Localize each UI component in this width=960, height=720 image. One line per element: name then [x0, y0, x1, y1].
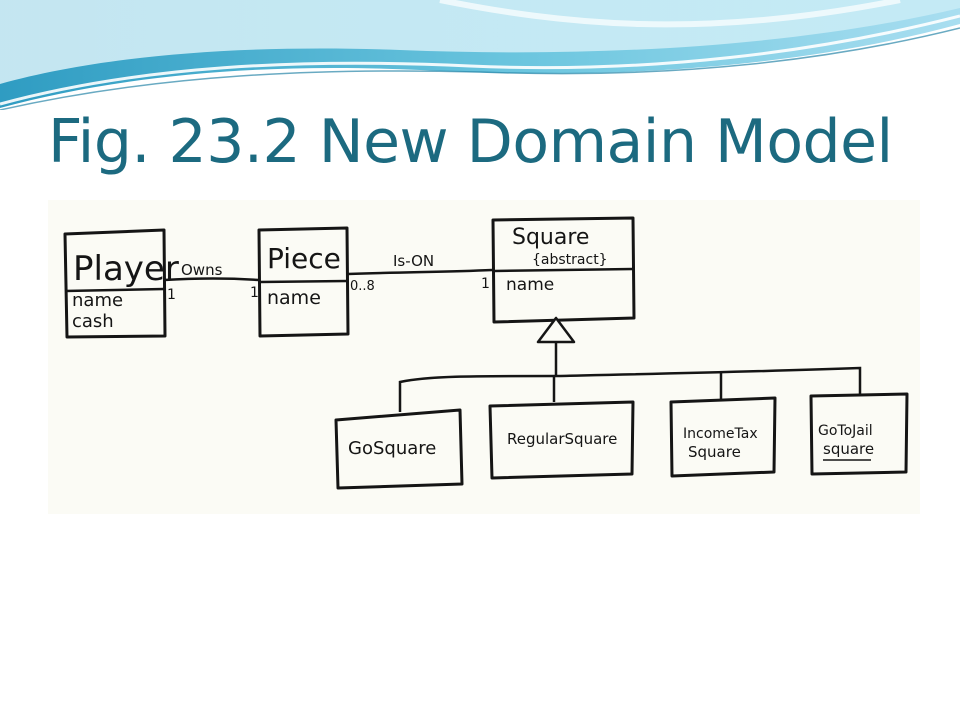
association-is-on-square-multiplicity: 1: [481, 276, 490, 292]
class-piece-attribute-name: name: [267, 287, 321, 309]
association-owns: Owns 1 1: [163, 261, 260, 303]
class-piece-name: Piece: [267, 242, 341, 275]
association-owns-label: Owns: [181, 261, 223, 279]
domain-model-svg: Player name cash Owns 1 1 Piece name: [48, 200, 920, 514]
header-wave-decoration: [0, 0, 960, 110]
slide-title: Fig. 23.2 New Domain Model: [48, 107, 893, 177]
class-go-to-jail-square: GoToJail square: [809, 392, 909, 476]
class-piece: Piece name: [257, 226, 350, 338]
class-income-tax-square-name-line1: IncomeTax: [683, 426, 758, 442]
class-player-attribute-cash: cash: [72, 311, 114, 332]
class-go-square: GoSquare: [334, 408, 464, 490]
class-regular-square-name: RegularSquare: [507, 430, 617, 448]
class-square: Square {abstract} name: [491, 216, 636, 324]
association-is-on: Is-ON 0..8 1: [347, 252, 493, 294]
class-player-name: Player: [73, 249, 179, 289]
association-is-on-piece-multiplicity: 0..8: [350, 279, 375, 294]
class-player: Player name cash: [63, 228, 179, 339]
class-go-square-name: GoSquare: [348, 438, 436, 459]
generalization-tree: [398, 316, 862, 412]
association-owns-player-multiplicity: 1: [167, 287, 176, 303]
class-go-to-jail-square-name-line2: square: [823, 440, 874, 458]
class-square-name: Square: [512, 225, 589, 250]
class-income-tax-square-name-line2: Square: [688, 443, 741, 461]
class-regular-square: RegularSquare: [488, 400, 635, 480]
domain-model-diagram: Player name cash Owns 1 1 Piece name: [48, 200, 920, 514]
class-square-stereotype: {abstract}: [532, 252, 608, 268]
class-player-attribute-name: name: [72, 290, 123, 311]
class-square-attribute-name: name: [506, 275, 554, 295]
class-income-tax-square: IncomeTax Square: [669, 396, 777, 478]
class-go-to-jail-square-name-line1: GoToJail: [818, 423, 873, 439]
association-is-on-label: Is-ON: [393, 252, 434, 270]
association-owns-piece-multiplicity: 1: [250, 285, 259, 301]
